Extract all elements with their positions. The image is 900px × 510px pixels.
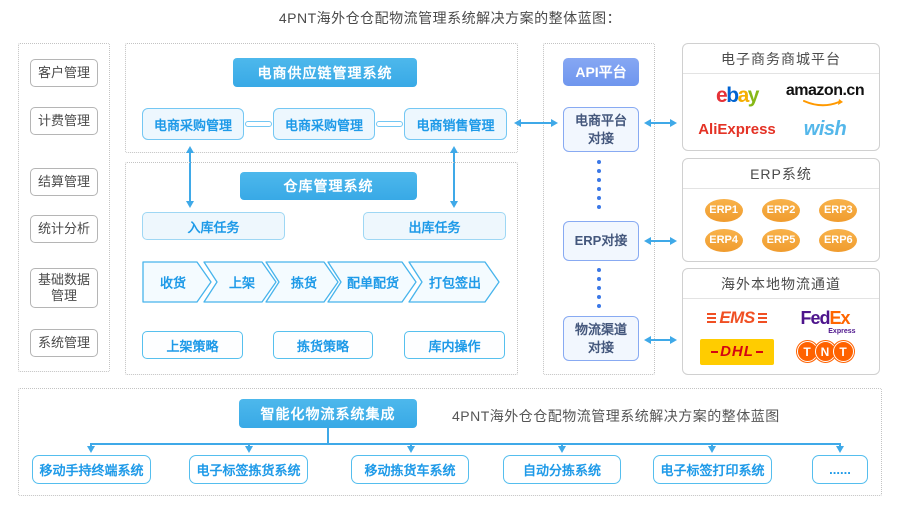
fedex-ex: Ex — [829, 308, 850, 329]
dotted-link-platform-erp — [597, 160, 601, 209]
box-inbound-task: 入库任务 — [142, 212, 285, 240]
chevron-shelve — [203, 261, 277, 303]
sidebar-panel — [18, 43, 110, 372]
page-title: 4PNT海外仓仓配物流管理系统解决方案的整体蓝图： — [278, 10, 622, 26]
box-inwarehouse-ops: 库内操作 — [404, 331, 505, 359]
tree-arrow-2 — [245, 443, 253, 453]
amazon-smile-icon — [803, 99, 843, 107]
chevron-pack — [408, 261, 500, 303]
box-auto-sorting: 自动分拣系统 — [503, 455, 621, 484]
chevron-receive-label: 收货 — [160, 276, 186, 291]
box-mobile-picking-cart: 移动拣货车系统 — [351, 455, 469, 484]
ems-text: EMS — [719, 308, 755, 328]
fedex-fed: Fed — [800, 308, 830, 329]
box-ec-purchase-2: 电商采购管理 — [273, 108, 375, 140]
erp2-badge: ERP2 — [761, 198, 800, 222]
arrow-sales-outbound — [450, 146, 458, 208]
chevron-receive — [142, 261, 212, 303]
ems-stripes-left — [707, 317, 717, 320]
chevron-shelve-label: 上架 — [229, 276, 255, 291]
erp-panel-title: ERP系统 — [683, 159, 879, 189]
dhl-dash-left — [711, 350, 719, 353]
erp3-badge: ERP3 — [819, 198, 858, 222]
dhl-text: DHL — [720, 343, 754, 361]
ebay-letter-y: y — [747, 83, 760, 107]
mall-panel: 电子商务商城平台 ebay amazon.cn AliExpress wish — [682, 43, 880, 151]
tree-arrow-3 — [407, 443, 415, 453]
ebay-logo: ebay — [716, 83, 760, 108]
ebay-letter-a: a — [737, 83, 750, 107]
tree-arrow-4 — [558, 443, 566, 453]
erp5-badge: ERP5 — [761, 228, 800, 252]
api-platform-panel — [543, 43, 655, 375]
aliexpress-logo: AliExpress — [698, 121, 776, 138]
tree-arrow-1 — [87, 443, 95, 453]
arrow-erpconnect-erp — [644, 237, 677, 245]
wish-logo: wish — [803, 118, 847, 140]
arrow-purchase-inbound — [186, 146, 194, 208]
sidebar-item-settlement: 结算管理 — [30, 168, 98, 196]
sidebar-item-billing: 计费管理 — [30, 107, 98, 135]
box-shelving-strategy: 上架策略 — [142, 331, 243, 359]
node-ec-platform-connect: 电商平台对接 — [563, 107, 639, 152]
ems-stripes-right — [757, 317, 767, 320]
node-erp-connect: ERP对接 — [563, 221, 639, 261]
mall-panel-title: 电子商务商城平台 — [683, 44, 879, 74]
chevron-assemble — [327, 261, 417, 303]
erp-panel: ERP系统 ERP1 ERP2 ERP3 ERP4 ERP5 ERP6 — [682, 158, 880, 262]
dotted-link-erp-logistics — [597, 268, 601, 308]
box-ec-purchase-1: 电商采购管理 — [142, 108, 244, 140]
box-etag-picking: 电子标签拣货系统 — [189, 455, 308, 484]
tree-stem-line — [327, 428, 329, 444]
sidebar-item-basedata: 基础数据管理 — [30, 268, 98, 308]
ems-logo: EMS — [707, 308, 767, 328]
dhl-logo: DHL — [700, 338, 774, 365]
ebay-letter-e: e — [716, 83, 728, 107]
tree-arrow-5 — [708, 443, 716, 453]
box-more-systems: ...... — [812, 455, 868, 484]
arrow-sales-platform — [514, 119, 558, 127]
fedex-express: Express — [828, 328, 856, 336]
integration-caption: 4PNT海外仓仓配物流管理系统解决方案的整体蓝图 — [452, 408, 780, 424]
sidebar-item-customer: 客户管理 — [30, 59, 98, 87]
warehouse-header: 仓库管理系统 — [240, 172, 417, 200]
integration-panel — [18, 388, 882, 496]
amazon-text: amazon.cn — [785, 82, 865, 99]
ebay-letter-b: b — [726, 83, 739, 107]
tree-horizontal-line — [90, 443, 841, 445]
chevron-pack-label: 打包签出 — [429, 276, 481, 291]
box-ec-sales: 电商销售管理 — [404, 108, 507, 140]
process-flow-chevrons: 收货 上架 拣货 配单配货 打包签出 — [142, 261, 500, 303]
connector-purchase1-purchase2 — [245, 121, 272, 127]
connector-purchase2-sales — [376, 121, 403, 127]
chevron-assemble-label: 配单配货 — [347, 276, 399, 291]
box-outbound-task: 出库任务 — [363, 212, 506, 240]
sidebar-item-statistics: 统计分析 — [30, 215, 98, 243]
node-logistics-channel-connect: 物流渠道对接 — [563, 316, 639, 361]
tnt-t2: T — [832, 341, 854, 363]
arrow-platform-mall — [644, 119, 677, 127]
erp1-badge: ERP1 — [704, 198, 743, 222]
supply-chain-panel — [125, 43, 518, 153]
warehouse-panel — [125, 162, 518, 375]
amazon-logo: amazon.cn — [785, 82, 865, 108]
api-platform-header: API平台 — [563, 58, 639, 86]
tree-arrow-6 — [836, 443, 844, 453]
arrow-channel-logistics — [644, 336, 677, 344]
supply-chain-header: 电商供应链管理系统 — [233, 58, 417, 87]
sidebar-item-system: 系统管理 — [30, 329, 98, 357]
dhl-dash-right — [755, 350, 763, 353]
box-handheld-terminal: 移动手持终端系统 — [32, 455, 151, 484]
box-etag-printing: 电子标签打印系统 — [653, 455, 772, 484]
integration-header: 智能化物流系统集成 — [239, 399, 417, 428]
box-picking-strategy: 拣货策略 — [273, 331, 373, 359]
erp4-badge: ERP4 — [704, 228, 743, 252]
chevron-pick — [265, 261, 339, 303]
erp6-badge: ERP6 — [819, 228, 858, 252]
chevron-pick-label: 拣货 — [291, 276, 317, 291]
logistics-panel-title: 海外本地物流通道 — [683, 269, 879, 299]
